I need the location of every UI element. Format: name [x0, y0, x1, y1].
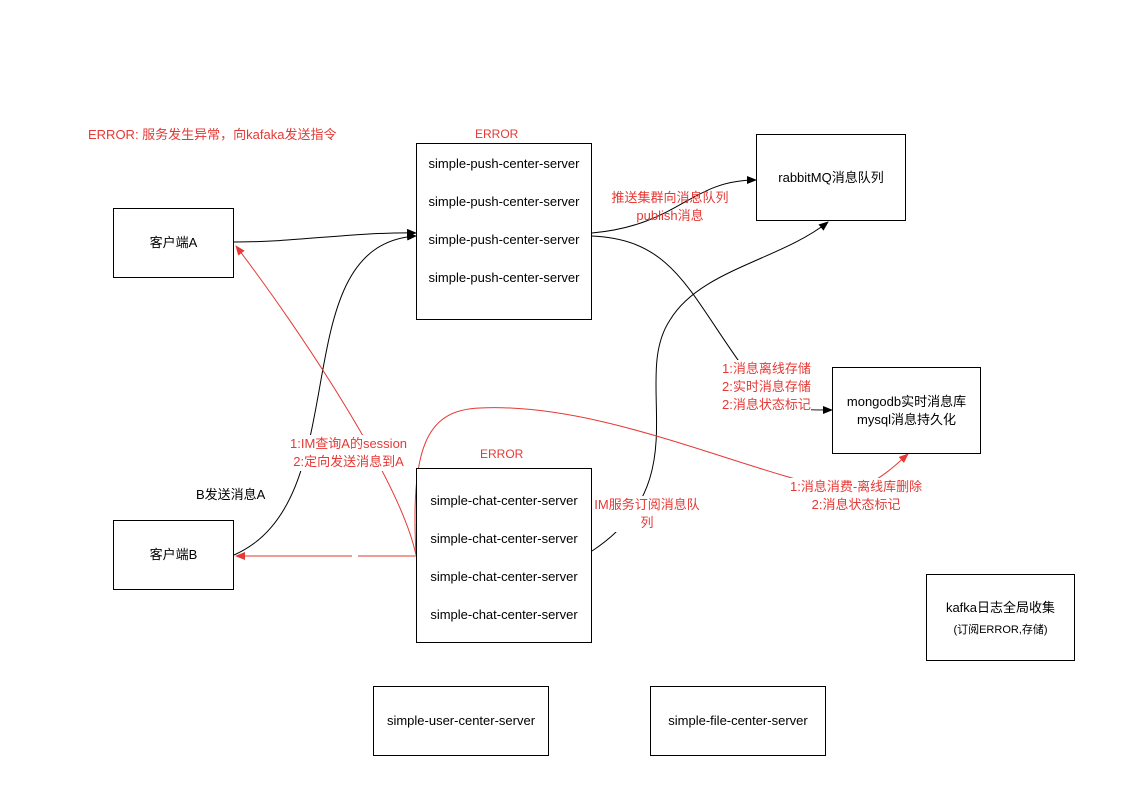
kafka-label: kafka日志全局收集 — [945, 599, 1056, 615]
error-note: ERROR: 服务发生异常，向kafaka发送指令 — [88, 127, 337, 142]
mysql-label: mysql消息持久化 — [857, 411, 956, 427]
chat-server-cluster: simple-chat-center-server simple-chat-ce… — [416, 468, 592, 643]
label-push-to-mq: 推送集群向消息队列 publish消息 — [611, 190, 729, 223]
mongodb-node: mongodb实时消息库 mysql消息持久化 — [832, 367, 981, 454]
edge-chat-to-clienta — [235, 245, 417, 556]
chat-server-4: simple-chat-center-server — [430, 606, 578, 622]
chat-error-label: ERROR — [480, 447, 524, 461]
mongodb-label: mongodb实时消息库 — [846, 393, 967, 409]
rabbitmq-node: rabbitMQ消息队列 — [756, 134, 906, 221]
user-center-server: simple-user-center-server — [373, 686, 549, 756]
kafka-sublabel: (订阅ERROR,存储) — [953, 623, 1048, 636]
push-server-2: simple-push-center-server — [428, 193, 580, 209]
edge-clientb-to-push — [233, 232, 417, 556]
label-push-to-mongo: 1:消息离线存储 2:实时消息存储 2:消息状态标记 — [722, 360, 811, 414]
push-server-1: simple-push-center-server — [428, 155, 580, 171]
client-b: 客户端B — [113, 520, 234, 590]
kafka-node: kafka日志全局收集 (订阅ERROR,存储) — [926, 574, 1075, 661]
label-chat-sub: IM服务订阅消息队 列 — [592, 496, 702, 532]
push-server-cluster: simple-push-center-server simple-push-ce… — [416, 143, 592, 320]
label-b-send: B发送消息A — [196, 486, 266, 504]
chat-server-3: simple-chat-center-server — [430, 568, 578, 584]
file-center-server: simple-file-center-server — [650, 686, 826, 756]
push-error-label: ERROR — [475, 127, 519, 141]
label-chat-to-clienta: 1:IM查询A的session 2:定向发送消息到A — [290, 435, 408, 471]
push-server-4: simple-push-center-server — [428, 269, 580, 285]
chat-server-1: simple-chat-center-server — [430, 492, 578, 508]
label-consume: 1:消息消费-离线库删除 2:消息状态标记 — [790, 478, 923, 514]
client-a: 客户端A — [113, 208, 234, 278]
edge-clienta-to-push — [233, 228, 417, 243]
chat-server-2: simple-chat-center-server — [430, 530, 578, 546]
push-server-3: simple-push-center-server — [428, 231, 580, 247]
